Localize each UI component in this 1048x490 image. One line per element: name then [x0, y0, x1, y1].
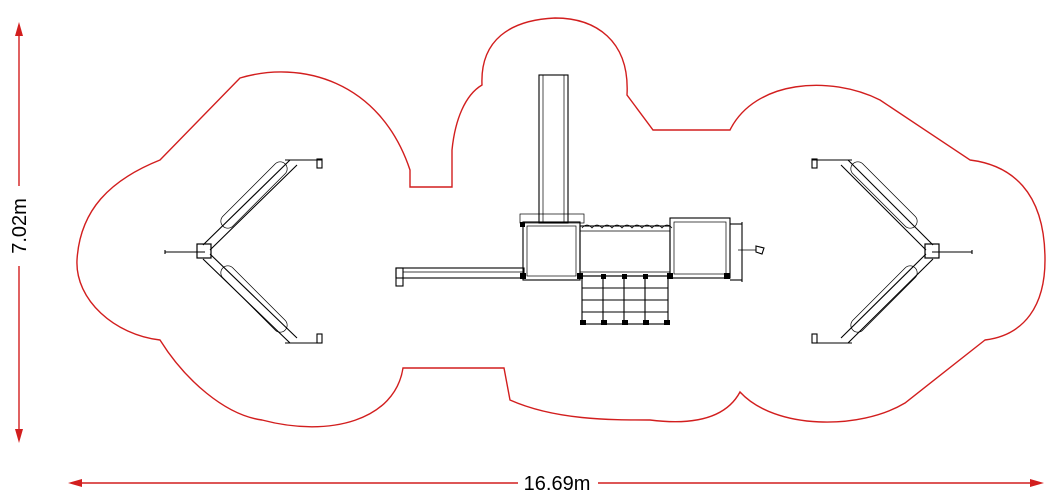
width-dimension-label: 16.69m: [524, 473, 591, 490]
center-play-structure: [395, 74, 765, 325]
right-swing-unit: [811, 158, 973, 344]
safety-zone-outline: [76, 17, 1046, 428]
height-dimension-label: 7.02m: [9, 198, 31, 254]
width-label-bg: [518, 472, 598, 490]
height-label-bg: [8, 186, 30, 266]
left-swing-unit: [164, 158, 323, 344]
